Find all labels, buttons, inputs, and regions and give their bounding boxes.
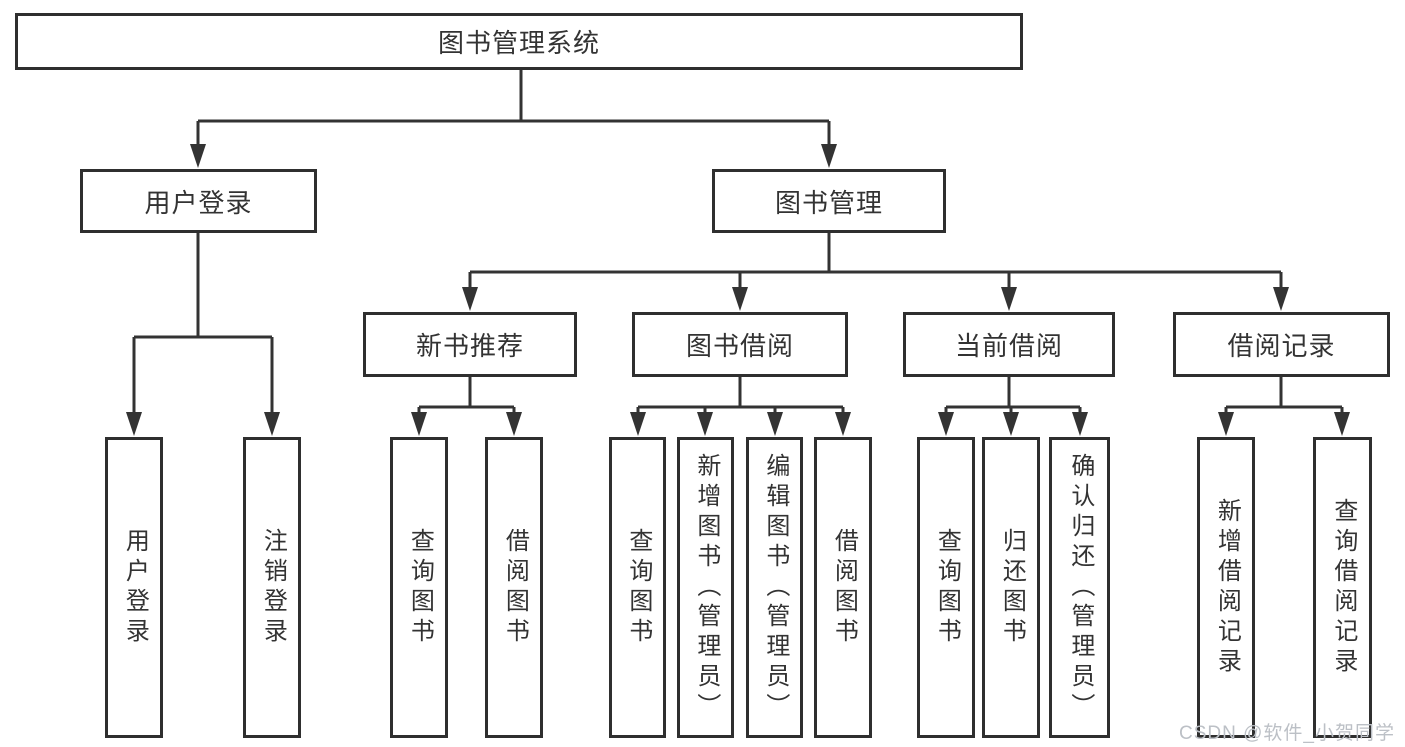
csdn-watermark: CSDN @软件_小贺同学 (1179, 723, 1395, 744)
node-current-borrow: 当前借阅 (903, 312, 1115, 377)
node-root-library-management-system: 图书管理系统 (15, 13, 1023, 70)
leaf-borrow-edit-books-admin-label: 编辑图书（管理员） (761, 452, 789, 723)
leaf-current-confirm-return-admin-label: 确认归还（管理员） (1066, 452, 1094, 723)
leaf-borrow-query-books: 查询图书 (609, 437, 666, 738)
leaf-borrow-query-books-label: 查询图书 (624, 527, 652, 648)
node-book-borrow-label: 图书借阅 (685, 331, 794, 361)
leaf-recommend-borrow-books: 借阅图书 (485, 437, 543, 738)
leaf-records-add-record-label: 新增借阅记录 (1213, 497, 1241, 678)
leaf-current-query-books-label: 查询图书 (933, 527, 961, 648)
leaf-borrow-add-books-admin: 新增图书（管理员） (677, 437, 734, 738)
node-new-book-recommend: 新书推荐 (363, 312, 577, 377)
leaf-recommend-query-books: 查询图书 (390, 437, 448, 738)
leaf-current-query-books: 查询图书 (917, 437, 975, 738)
leaf-borrow-borrow-books: 借阅图书 (814, 437, 872, 738)
connector-root-to-branches (190, 69, 837, 168)
node-user-login-label: 用户登录 (144, 187, 253, 218)
connector-new-book-recommend-to-leaves (411, 377, 522, 436)
leaf-borrow-add-books-admin-label: 新增图书（管理员） (692, 452, 720, 723)
connector-book-borrow-to-leaves (630, 377, 851, 436)
leaf-borrow-edit-books-admin: 编辑图书（管理员） (746, 437, 803, 738)
leaf-user-login-label: 用户登录 (121, 527, 149, 648)
leaf-records-query-record-label: 查询借阅记录 (1329, 497, 1357, 678)
leaf-records-query-record: 查询借阅记录 (1313, 437, 1372, 738)
node-new-book-recommend-label: 新书推荐 (415, 331, 524, 361)
node-book-management: 图书管理 (712, 169, 946, 233)
connector-book-management-to-sections (462, 233, 1289, 311)
node-root-label: 图书管理系统 (437, 28, 600, 58)
leaf-current-return-books: 归还图书 (982, 437, 1040, 738)
node-user-login: 用户登录 (80, 169, 317, 233)
node-book-management-label: 图书管理 (774, 187, 883, 218)
leaf-current-confirm-return-admin: 确认归还（管理员） (1049, 437, 1110, 738)
leaf-logout: 注销登录 (243, 437, 301, 738)
node-borrow-records-label: 借阅记录 (1227, 331, 1336, 361)
leaf-logout-label: 注销登录 (259, 527, 287, 648)
leaf-borrow-borrow-books-label: 借阅图书 (830, 527, 858, 648)
node-current-borrow-label: 当前借阅 (954, 331, 1063, 361)
node-book-borrow: 图书借阅 (632, 312, 848, 377)
connector-borrow-records-to-leaves (1218, 377, 1350, 436)
leaf-recommend-borrow-books-label: 借阅图书 (501, 527, 529, 648)
connector-user-login-to-leaves (126, 233, 280, 436)
leaf-recommend-query-books-label: 查询图书 (406, 527, 434, 648)
leaf-records-add-record: 新增借阅记录 (1197, 437, 1255, 738)
leaf-current-return-books-label: 归还图书 (998, 527, 1026, 648)
leaf-user-login: 用户登录 (105, 437, 163, 738)
node-borrow-records: 借阅记录 (1173, 312, 1390, 377)
connector-current-borrow-to-leaves (938, 377, 1088, 436)
